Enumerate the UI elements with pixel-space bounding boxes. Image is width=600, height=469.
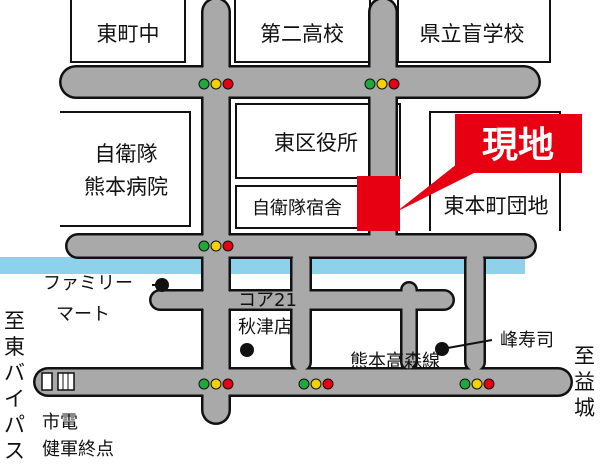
site-marker: 現地 xyxy=(357,114,582,231)
traffic-signal-icon xyxy=(198,378,234,390)
landmark-dot-icon xyxy=(240,343,254,357)
canal xyxy=(0,257,525,274)
svg-text:城: 城 xyxy=(574,396,595,420)
callout-box xyxy=(455,114,582,173)
label-kumamoto-takamori-line: 熊本高森線 xyxy=(350,351,440,372)
traffic-signal-icon xyxy=(198,78,234,90)
label-sdf-hospital-1: 自衛隊 xyxy=(95,142,158,166)
label-housing-complex: 東本町団地 xyxy=(444,194,549,218)
svg-text:バ: バ xyxy=(4,361,25,385)
svg-text:パ: パ xyxy=(4,413,25,437)
landmark-dot-icon xyxy=(155,278,169,292)
svg-text:ス: ス xyxy=(4,439,25,463)
label-sdf-hospital-2: 熊本病院 xyxy=(84,175,168,199)
traffic-signal-icon xyxy=(298,378,334,390)
tram-stop-icon xyxy=(41,372,75,391)
site-marker-icon xyxy=(357,176,400,231)
label-familymart-1: ファミリー xyxy=(43,273,133,294)
svg-text:イ: イ xyxy=(4,387,25,411)
block-left-hospital xyxy=(60,111,191,227)
traffic-signal-icon xyxy=(198,240,234,252)
label-tram-terminal: 健軍終点 xyxy=(42,439,114,460)
label-to-bypass: 至 東 バ イ パ ス xyxy=(4,309,25,463)
label-higashimachi-jhs: 東町中 xyxy=(97,22,160,46)
traffic-signal-icon xyxy=(459,378,495,390)
landmarks xyxy=(152,278,493,357)
block-ward-office xyxy=(235,103,401,179)
label-minejushi: 峰寿司 xyxy=(500,330,554,351)
site-callout-label: 現地 xyxy=(482,125,554,166)
svg-text:至: 至 xyxy=(574,344,595,368)
block-top-left xyxy=(70,0,186,63)
traffic-signals xyxy=(198,78,495,390)
label-to-mashiki: 至 益 城 xyxy=(574,344,595,420)
svg-text:至: 至 xyxy=(4,309,25,333)
label-ward-office: 東区役所 xyxy=(274,131,358,155)
label-sdf-dorm: 自衛隊宿舎 xyxy=(252,198,342,219)
label-core21-1: コア21 xyxy=(238,290,297,311)
label-tram: 市電 xyxy=(42,412,78,433)
svg-text:益: 益 xyxy=(574,370,595,394)
label-daini-high: 第二高校 xyxy=(260,22,344,46)
label-core21-2: 秋津店 xyxy=(238,317,292,338)
landmark-dot-icon xyxy=(435,342,449,356)
label-familymart-2: マート xyxy=(56,304,110,325)
traffic-signal-icon xyxy=(364,78,400,90)
label-blind-school: 県立盲学校 xyxy=(420,22,525,46)
map-labels: 東町中 第二高校 県立盲学校 自衛隊 熊本病院 東区役所 自衛隊宿舎 東本町団地… xyxy=(4,22,595,463)
svg-text:東: 東 xyxy=(4,335,25,359)
